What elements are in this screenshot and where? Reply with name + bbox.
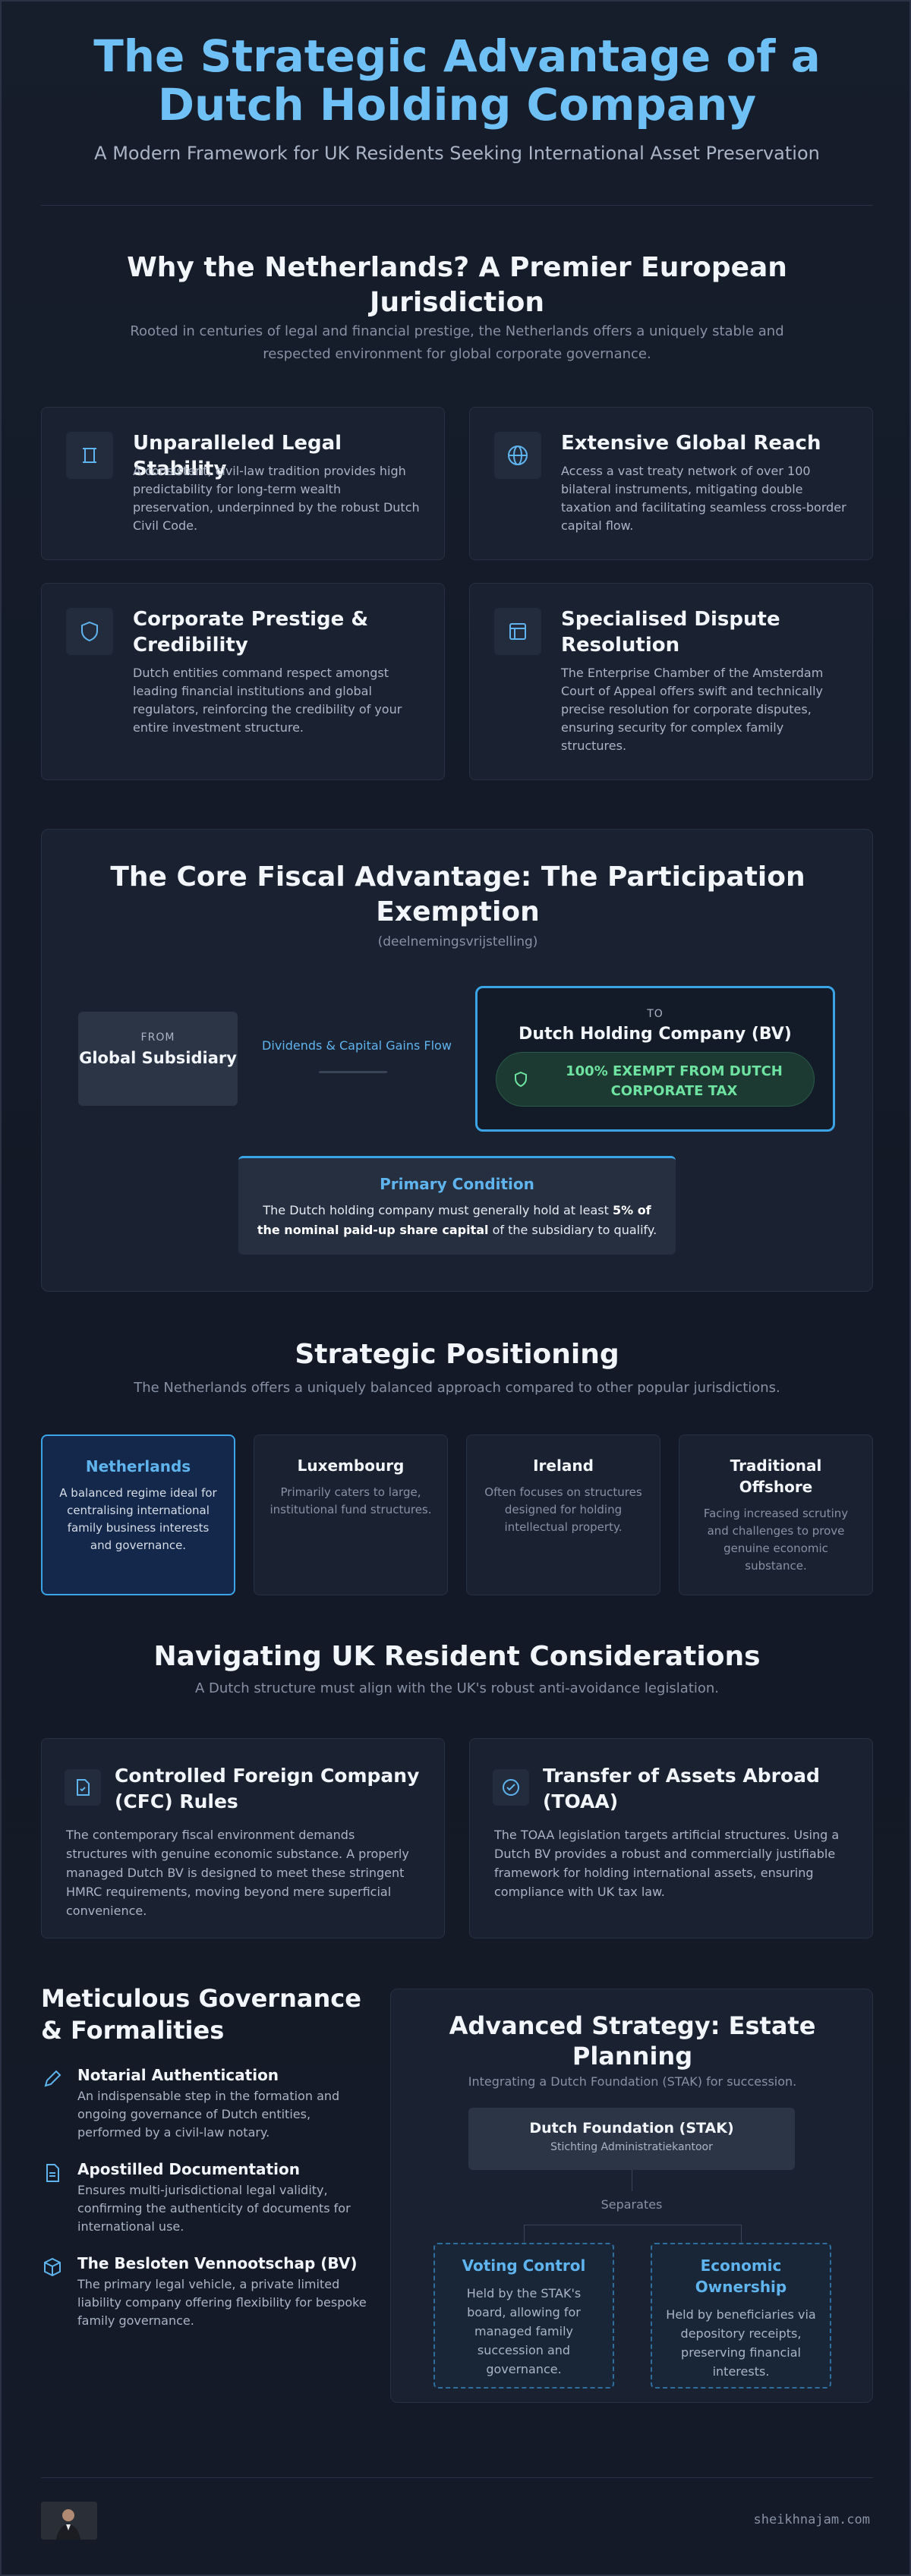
exempt-badge: 100% EXEMPT FROM DUTCH CORPORATE TAX <box>496 1052 815 1107</box>
card-body: The Enterprise Chamber of the Amsterdam … <box>561 666 824 753</box>
positioning-heading: Strategic Positioning <box>295 1339 619 1370</box>
shield-check-icon <box>513 1071 528 1091</box>
from-name: Global Subsidiary <box>79 1049 237 1067</box>
flow-label: Dividends & Capital Gains Flow <box>262 1038 452 1053</box>
governance-item-bv: The Besloten Vennootschap (BV) The prima… <box>41 2253 375 2330</box>
shield-icon <box>66 608 113 655</box>
card-body: A consistent, civil-law tradition provid… <box>133 464 420 533</box>
branch-body: Held by the STAK's board, allowing for m… <box>466 2286 582 2376</box>
page-subtitle: A Modern Framework for UK Residents Seek… <box>94 143 820 164</box>
economic-ownership-box: Economic Ownership Held by beneficiaries… <box>651 2243 831 2389</box>
estate-lead: Integrating a Dutch Foundation (STAK) fo… <box>468 2074 797 2089</box>
uk-card-toaa: Transfer of Assets Abroad (TOAA) The TOA… <box>469 1738 873 1938</box>
condition-body: The Dutch holding company must generally… <box>257 1203 657 1237</box>
divider <box>41 205 873 206</box>
governance-item-body: An indispensable step in the formation a… <box>77 2089 340 2140</box>
governance-item-notarial: Notarial Authentication An indispensable… <box>41 2064 375 2142</box>
card-body: Dutch entities command respect amongst l… <box>133 666 402 735</box>
card-title: Specialised Dispute Resolution <box>561 608 780 657</box>
position-card-netherlands: Netherlands A balanced regime ideal for … <box>41 1434 235 1595</box>
governance-item-title: Apostilled Documentation <box>77 2160 300 2178</box>
feature-card-legal-stability: Unparalleled Legal Stability A consisten… <box>41 407 445 560</box>
from-label: FROM <box>140 1031 175 1044</box>
condition-title: Primary Condition <box>380 1175 534 1193</box>
branch-body: Held by beneficiaries via depository rec… <box>666 2307 816 2379</box>
position-body: Primarily caters to large, institutional… <box>270 1485 432 1516</box>
governance-item-body: Ensures multi-jurisdictional legal valid… <box>77 2183 351 2234</box>
connector <box>741 2225 742 2243</box>
voting-control-box: Voting Control Held by the STAK's board,… <box>433 2243 614 2389</box>
why-heading: Why the Netherlands? A Premier European … <box>127 252 787 318</box>
uk-card-title: Transfer of Assets Abroad (TOAA) <box>543 1765 820 1812</box>
author-avatar <box>41 2502 97 2540</box>
primary-condition: Primary Condition The Dutch holding comp… <box>238 1156 676 1255</box>
uk-lead: A Dutch structure must align with the UK… <box>194 1680 720 1696</box>
position-card-offshore: Traditional Offshore Facing increased sc… <box>679 1434 873 1595</box>
governance-item-title: Notarial Authentication <box>77 2066 279 2084</box>
layout-icon <box>494 608 541 655</box>
stak-box: Dutch Foundation (STAK) Stichting Admini… <box>468 2108 795 2170</box>
check-badge-icon <box>493 1769 529 1806</box>
position-body: Often focuses on structures designed for… <box>484 1485 642 1534</box>
position-title: Netherlands <box>85 1457 191 1475</box>
positioning-lead: The Netherlands offers a uniquely balanc… <box>134 1380 780 1396</box>
connector <box>524 2225 525 2243</box>
position-title: Ireland <box>533 1456 594 1475</box>
flow-arrow <box>319 1071 387 1073</box>
position-body: A balanced regime ideal for centralising… <box>59 1486 217 1552</box>
fiscal-heading: The Core Fiscal Advantage: The Participa… <box>110 861 805 927</box>
feature-card-prestige: Corporate Prestige & Credibility Dutch e… <box>41 583 445 780</box>
card-title: Corporate Prestige & Credibility <box>133 608 369 657</box>
governance-item-body: The primary legal vehicle, a private lim… <box>77 2277 367 2328</box>
exempt-text: 100% EXEMPT FROM DUTCH CORPORATE TAX <box>566 1063 783 1099</box>
fiscal-section: The Core Fiscal Advantage: The Participa… <box>41 829 873 1292</box>
branch-title: Voting Control <box>462 2256 586 2275</box>
footer-website-link[interactable]: sheikhnajam.com <box>753 2512 870 2527</box>
pen-icon <box>41 2067 64 2093</box>
stak-subtitle: Stichting Administratiekantoor <box>550 2141 713 2153</box>
uk-card-body: The contemporary fiscal environment dema… <box>66 1828 409 1918</box>
why-lead: Rooted in centuries of legal and financi… <box>130 323 784 362</box>
feature-card-dispute-resolution: Specialised Dispute Resolution The Enter… <box>469 583 873 780</box>
uk-heading: Navigating UK Resident Considerations <box>153 1641 761 1672</box>
position-title: Traditional Offshore <box>730 1456 822 1496</box>
position-title: Luxembourg <box>297 1456 405 1475</box>
to-name: Dutch Holding Company (BV) <box>519 1025 792 1044</box>
position-body: Facing increased scrutiny and challenges… <box>703 1507 849 1573</box>
fiscal-subheading: (deelnemingsvrijstelling) <box>377 934 538 949</box>
card-title: Unparalleled Legal Stability <box>133 432 342 480</box>
page-title: The Strategic Advantage of a Dutch Holdi… <box>93 30 821 131</box>
from-box: FROM Global Subsidiary <box>78 1012 238 1106</box>
document-check-icon <box>65 1769 101 1806</box>
uk-card-body: The TOAA legislation targets artificial … <box>494 1828 840 1899</box>
governance-item-title: The Besloten Vennootschap (BV) <box>77 2254 358 2272</box>
uk-card-cfc: Controlled Foreign Company (CFC) Rules T… <box>41 1738 445 1938</box>
globe-icon <box>494 432 541 479</box>
position-card-luxembourg: Luxembourg Primarily caters to large, in… <box>254 1434 448 1595</box>
stak-name: Dutch Foundation (STAK) <box>529 2120 734 2137</box>
branch-title: Economic Ownership <box>695 2256 787 2296</box>
feature-card-global-reach: Extensive Global Reach Access a vast tre… <box>469 407 873 560</box>
footer-divider <box>41 2477 873 2478</box>
to-label: TO <box>647 1008 664 1020</box>
position-card-ireland: Ireland Often focuses on structures desi… <box>466 1434 660 1595</box>
card-body: Access a vast treaty network of over 100… <box>561 464 846 533</box>
estate-planning-panel: Advanced Strategy: Estate Planning Integ… <box>390 1989 873 2403</box>
to-box: TO Dutch Holding Company (BV) 100% EXEMP… <box>475 986 835 1132</box>
pillar-icon <box>66 432 113 479</box>
governance-item-apostille: Apostilled Documentation Ensures multi-j… <box>41 2159 375 2236</box>
estate-heading: Advanced Strategy: Estate Planning <box>449 2011 816 2071</box>
separates-label: Separates <box>601 2197 663 2212</box>
card-title: Extensive Global Reach <box>561 432 821 455</box>
file-icon <box>41 2162 64 2187</box>
governance-heading: Meticulous Governance & Formalities <box>41 1984 361 2045</box>
cube-icon <box>41 2256 64 2282</box>
uk-card-title: Controlled Foreign Company (CFC) Rules <box>115 1765 420 1812</box>
